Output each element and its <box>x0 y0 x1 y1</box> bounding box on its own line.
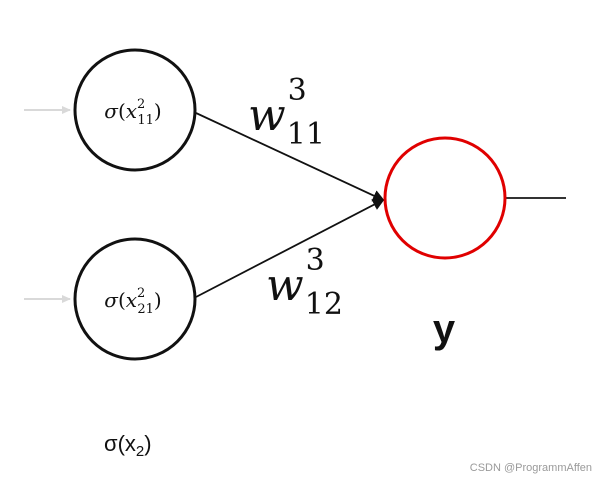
node-upper-rparen: ) <box>154 99 162 123</box>
node-upper-func: σ <box>104 99 119 123</box>
weight-upper-symbol: w <box>248 90 286 141</box>
layer-label-sub: 2 <box>136 443 144 460</box>
node-upper-circle <box>73 48 197 172</box>
node-lower-circle <box>73 237 197 361</box>
node-lower-lparen: ( <box>118 288 126 312</box>
weight-upper-sub: 11 <box>287 117 325 152</box>
edge-lower-to-output <box>195 199 385 298</box>
weight-lower-sup: 3 <box>306 243 325 278</box>
node-lower-func: σ <box>104 288 119 312</box>
weight-upper-sup: 3 <box>288 73 307 108</box>
node-lower-sub: 21 <box>137 302 154 317</box>
node-lower-rparen: ) <box>154 288 162 312</box>
edge-upper-to-output <box>195 112 385 202</box>
node-upper-var: x <box>126 99 137 123</box>
layer-label-func: σ(x <box>104 431 136 456</box>
weight-upper-label: w3 11 <box>248 73 325 152</box>
weight-lower-sub: 12 <box>305 287 343 322</box>
node-upper-lparen: ( <box>118 99 126 123</box>
node-upper-sup: 2 <box>137 97 145 112</box>
output-label: y <box>433 307 456 351</box>
node-lower-var: x <box>126 288 137 312</box>
layer-label: σ(x2) <box>104 431 152 460</box>
weight-lower-label: w3 12 <box>266 243 343 322</box>
output-node-circle <box>383 136 507 260</box>
weight-lower-symbol: w <box>266 260 304 311</box>
node-upper-sub: 11 <box>137 113 154 128</box>
node-lower-sup: 2 <box>137 286 145 301</box>
watermark: CSDN @ProgrammAffen <box>469 462 592 474</box>
layer-label-close: ) <box>144 431 151 456</box>
